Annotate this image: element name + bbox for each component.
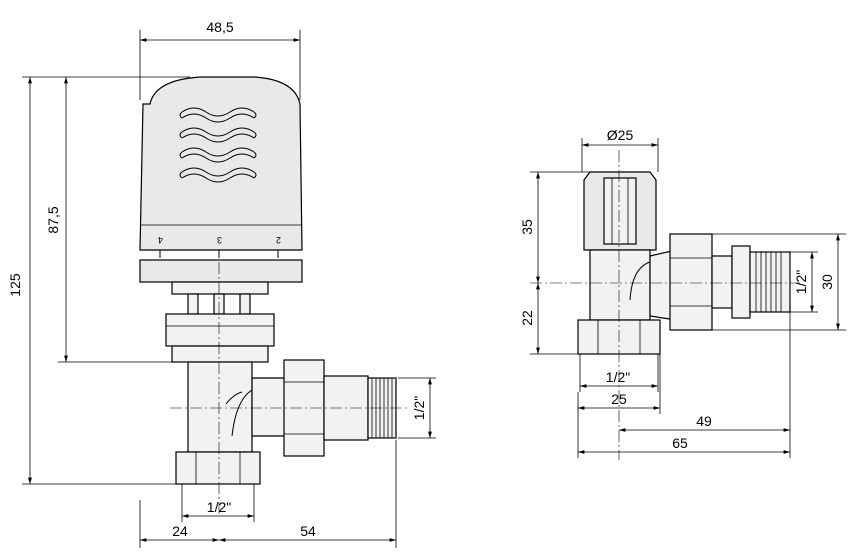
dim-label-125: 125	[7, 273, 23, 297]
dim-label-diameter: Ø25	[607, 127, 634, 143]
dim-label-24: 24	[172, 523, 188, 539]
dim-label-87-5: 87,5	[45, 206, 61, 233]
dim-49: 49	[619, 312, 791, 458]
dim-diameter-25: Ø25	[581, 127, 659, 172]
dim-label-54: 54	[300, 523, 316, 539]
dim-bottom-thread: 1/2"	[181, 484, 255, 522]
dim-label-49: 49	[696, 413, 712, 429]
scale-mark-2: 2	[276, 235, 281, 245]
valve-cap	[583, 171, 657, 251]
dim-125: 125	[7, 76, 190, 485]
bottom-nut	[175, 451, 261, 485]
dim-label-35: 35	[519, 219, 535, 235]
dim-label-bottom-thread: 1/2"	[207, 499, 231, 515]
left-valve-view: 4 3 2	[7, 19, 436, 548]
dim-label-side-thread: 1/2"	[411, 396, 427, 420]
right-valve-body	[589, 249, 677, 321]
scale-mark-4: 4	[158, 235, 163, 245]
right-side-thread	[755, 252, 782, 312]
dim-label-right-side-thread: 1/2"	[793, 270, 809, 294]
dim-label-30: 30	[819, 274, 835, 290]
dim-label-22: 22	[519, 310, 535, 326]
dim-48-5: 48,5	[139, 19, 301, 100]
dim-35-22: 35 22	[519, 171, 590, 355]
right-valve-view: Ø25 35 22 1/2" 30 1/2"	[519, 127, 846, 460]
dim-24-54: 24 54	[139, 440, 397, 548]
dim-label-right-bottom-thread: 1/2"	[606, 369, 630, 385]
dim-label-65: 65	[672, 435, 688, 451]
dim-label-25: 25	[611, 391, 627, 407]
scale-mark-3: 3	[217, 235, 222, 245]
grip-waves	[179, 107, 257, 183]
thermostatic-head: 4 3 2	[139, 76, 303, 283]
dim-side-thread: 1/2"	[398, 377, 436, 439]
dim-label-48-5: 48,5	[206, 19, 233, 35]
head-connector	[165, 281, 275, 363]
dim-87-5: 87,5	[45, 77, 172, 363]
valve-body	[187, 361, 291, 453]
dim-25: 25	[577, 354, 661, 458]
dim-right-bottom-thread: 1/2"	[579, 354, 659, 392]
dim-right-side: 1/2" 30	[712, 233, 846, 331]
dim-65: 65	[578, 435, 790, 454]
right-side-union	[669, 233, 791, 331]
